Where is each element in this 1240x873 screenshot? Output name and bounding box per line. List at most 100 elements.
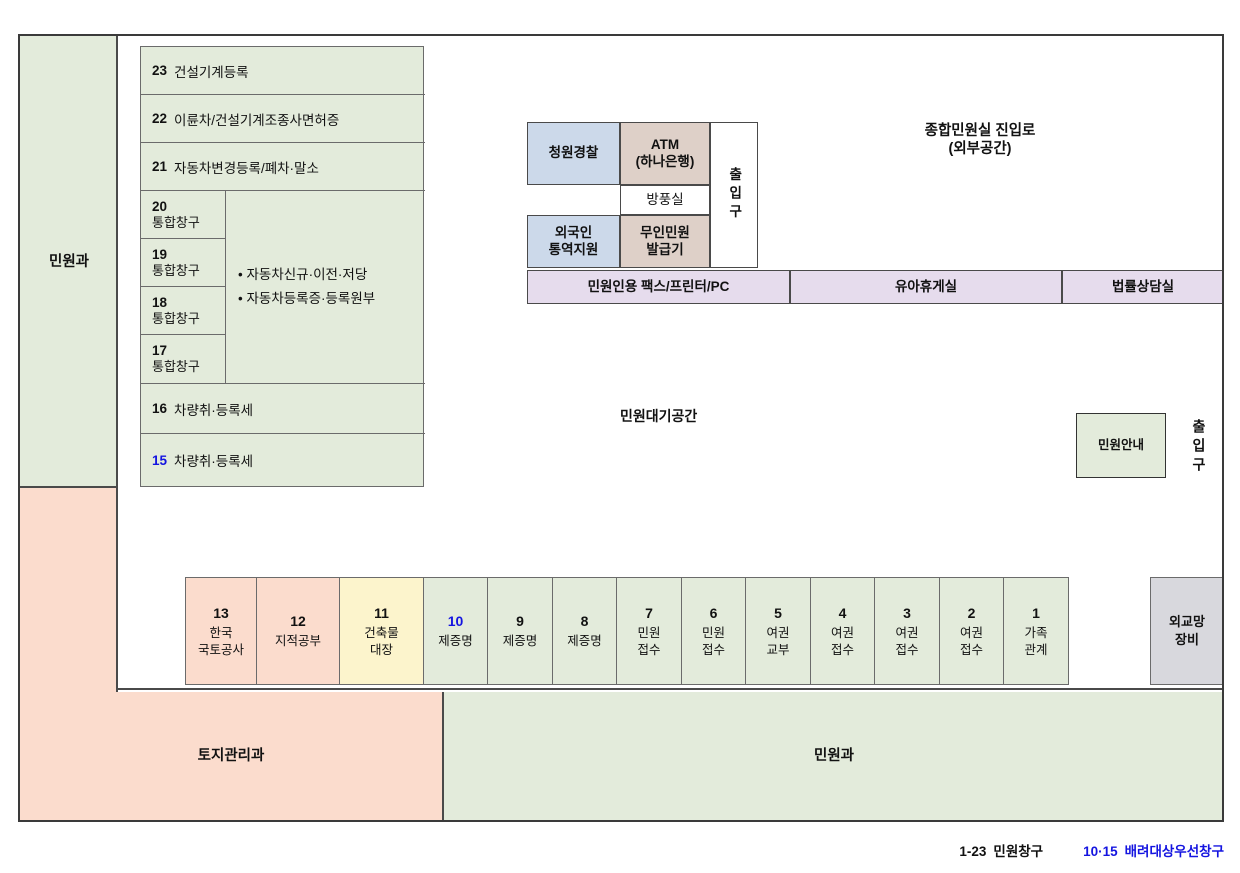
window-cell-18[interactable]: 18 통합창구 [141,287,226,335]
counter-number-3: 3 [903,605,911,622]
outdoor-approach-label: 종합민원실 진입로 (외부공간) [760,110,1200,170]
counter-label1-1: 가족 [1024,626,1048,641]
window-label-18: 통합창구 [152,310,200,326]
dept-column-civil-affairs-label: 민원과 [48,253,90,270]
counter-label1-4: 여권 [830,626,854,641]
legend-priority-label: 배려대상우선창구 [1124,844,1224,859]
window-label-15: 차량취·등록세 [174,454,254,469]
counter-label1-7: 민원 [637,626,661,641]
atm-label: ATM [650,136,680,152]
band-land-management: 토지관리과 [20,692,444,820]
outdoor-approach-title: 종합민원실 진입로 [924,122,1036,139]
foreigner-label-line1: 외국인 [554,224,593,240]
counter-label1-10: 제증명 [438,634,473,649]
window-label-17: 통합창구 [152,359,200,375]
window-number-15: 15 [152,452,168,468]
window-cell-20[interactable]: 20 통합창구 [141,191,226,239]
window-note-1: • 자동차신규·이전·저당 [238,267,368,283]
counter-number-4: 4 [838,605,847,622]
window-cell-19[interactable]: 19 통합창구 [141,239,226,287]
diplomatic-equipment-box: 외교망 장비 [1150,577,1224,685]
legend-priority-group: 10·15 배려대상우선창구 [1083,840,1224,860]
window-notes-group: • 자동차신규·이전·저당 • 자동차등록증·등록원부 [226,191,425,384]
entrance-right-box[interactable]: 출입구 [1182,406,1216,488]
information-desk-label: 민원안내 [1097,437,1144,452]
amenity-fax-printer-pc-label: 민원인용 팩스/프린터/PC [587,278,730,294]
windbreak-room-box: 방풍실 [620,185,710,215]
counter-label2-4: 접수 [830,642,854,657]
legend-normal-label: 민원창구 [993,844,1044,859]
counter-number-6: 6 [709,605,718,622]
counter-label1-6: 민원 [701,626,725,641]
diplomatic-equipment-line1: 외교망 [1169,614,1205,630]
counter-label1-13: 한국 [209,626,233,641]
window-number-23: 23 [152,63,168,78]
window-label-21: 자동차변경등록/폐차·말소 [174,160,319,176]
security-guard-box[interactable]: 청원경찰 [527,122,620,185]
window-label-22: 이륜차/건설기계조종사면허증 [174,112,340,128]
band-land-management-label: 토지관리과 [197,747,265,764]
window-row-15[interactable]: 15 차량취·등록세 [141,434,425,486]
amenity-nursery-lounge[interactable]: 유아휴게실 [790,270,1062,304]
information-desk-box[interactable]: 민원안내 [1076,413,1166,478]
legend-priority-range: 10·15 [1083,844,1118,859]
window-number-18: 18 [152,294,168,310]
foreigner-label-line2: 통역지원 [548,241,599,257]
window-number-20: 20 [152,198,168,214]
counter-number-7: 7 [645,605,653,622]
counter-number-11: 11 [374,605,389,622]
band-civil-affairs: 민원과 [444,692,1224,820]
counter-label1-11: 건축물 [364,626,399,641]
counter-label1-2: 여권 [959,626,983,641]
counter-label2-13: 국토공사 [197,642,244,657]
window-row-22[interactable]: 22 이륜차/건설기계조종사면허증 [141,95,425,143]
self-service-kiosk-box[interactable]: 무인민원 발급기 [620,215,710,268]
entrance-top-box[interactable]: 출입구 [710,122,758,268]
window-label-19: 통합창구 [152,262,200,278]
foreigner-interpretation-box[interactable]: 외국인 통역지원 [527,215,620,268]
waiting-area-label: 민원대기공간 [620,405,840,429]
window-row-16[interactable]: 16 차량취·등록세 [141,384,425,434]
counter-number-1: 1 [1032,605,1040,622]
windbreak-room-label: 방풍실 [646,191,684,207]
amenity-legal-consultation[interactable]: 법률상담실 [1062,270,1224,304]
security-guard-label: 청원경찰 [548,145,599,161]
counter-label2-7: 접수 [637,642,661,657]
outdoor-approach-subtitle: (외부공간) [948,141,1012,157]
counter-label1-5: 여권 [766,626,790,641]
amenity-legal-consultation-label: 법률상담실 [1111,278,1175,294]
window-note-2: • 자동차등록증·등록원부 [238,291,376,306]
counter-label2-11: 대장 [369,642,393,657]
counter-number-13: 13 [213,605,229,622]
atm-box[interactable]: ATM (하나은행) [620,122,710,185]
waiting-area-text: 민원대기공간 [620,408,698,425]
window-label-16: 차량취·등록세 [174,402,254,418]
counter-label2-3: 접수 [895,642,919,657]
window-label-23: 건설기계등록 [174,64,249,80]
window-cell-17[interactable]: 17 통합창구 [141,335,226,384]
window-list-panel: 23 건설기계등록 22 이륜차/건설기계조종사면허증 21 자동차변경등록/폐… [140,46,425,487]
window-row-21[interactable]: 21 자동차변경등록/폐차·말소 [141,143,425,191]
window-row-23[interactable]: 23 건설기계등록 [141,47,425,95]
kiosk-label-line2: 발급기 [646,241,684,257]
amenity-nursery-lounge-label: 유아휴게실 [894,278,958,294]
counter-number-2: 2 [967,605,976,622]
amenity-fax-printer-pc[interactable]: 민원인용 팩스/프린터/PC [527,270,790,304]
atm-bank-label: (하나은행) [635,153,695,169]
band-civil-affairs-label: 민원과 [813,747,855,764]
